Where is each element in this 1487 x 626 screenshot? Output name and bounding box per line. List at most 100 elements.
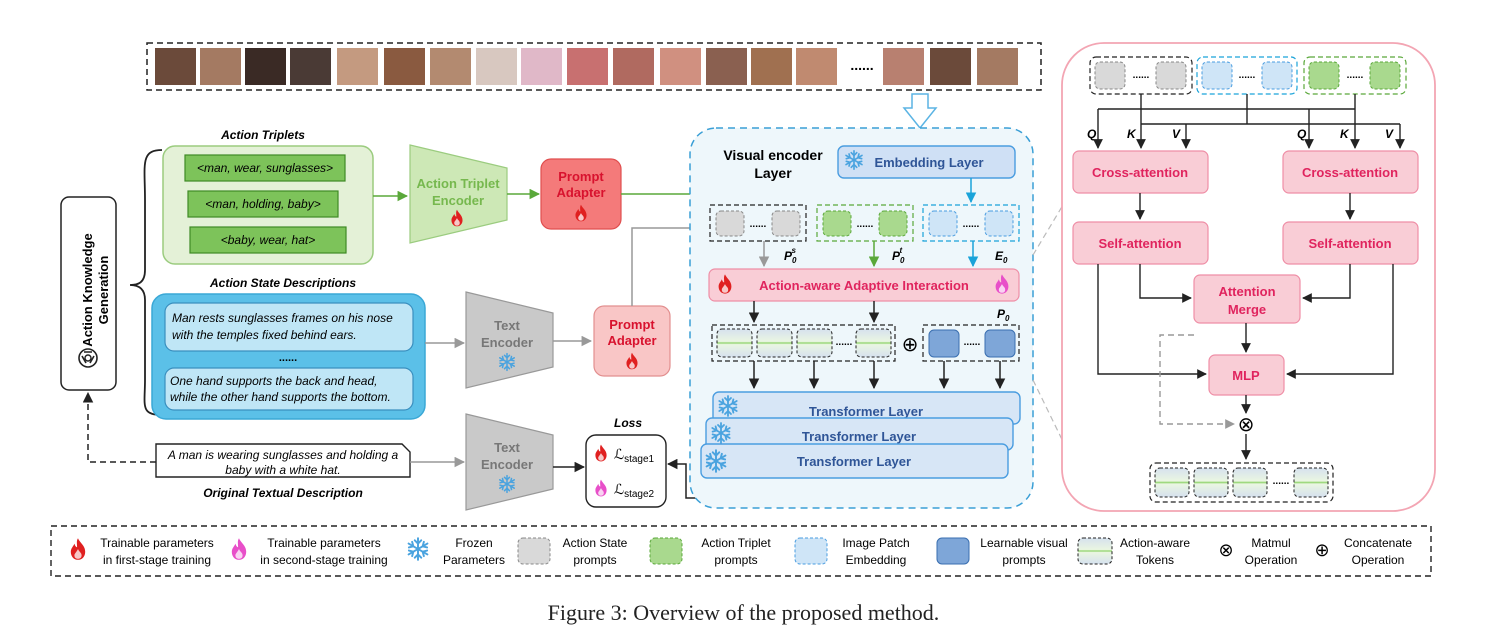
text-encoder-middle: Text Encoder [465,291,554,389]
self-to-merge-arrows [1139,264,1351,303]
learnable-prompts-group: ...... [922,324,1020,362]
p0-label: P0 [997,307,1010,323]
cross-attention-right: Cross-attention [1282,150,1419,194]
video-frame-thumbnail [883,48,924,85]
original-text-box [155,443,411,478]
legend-concat-symbol: ⊕ [1314,540,1329,560]
legend-learnable-swatch [936,537,970,565]
knowledge-title-line1: Action Knowledge [80,233,95,346]
cross-attention-right-label: Cross-attention [1302,165,1398,180]
legend-learnable-line1: Learnable visual [980,536,1067,550]
svg-text:ℒstage1: ℒstage1 [614,446,655,465]
legend-triplet-swatch [649,537,683,565]
svg-text:ℒstage2: ℒstage2 [614,481,655,500]
original-to-knowledge-arrow [82,391,156,463]
triplet-item [189,226,347,254]
visual-encoder-title-line1: Visual encoder [723,147,823,163]
merge-label-line1: Attention [1218,284,1275,299]
original-text-line1: A man is wearing sunglasses and holding … [167,448,399,462]
legend-tokens-line2: Tokens [1136,553,1174,567]
legend-trainable1-line2: in first-stage training [103,553,211,567]
legend-state-line2: prompts [573,553,616,567]
loss-title: Loss [614,416,642,430]
matmul-symbol: ⊗ [1238,414,1255,436]
video-frame-thumbnail [930,48,971,85]
state-desc-item2-line2: while the other hand supports the bottom… [170,390,391,404]
video-frame-thumbnail [613,48,654,85]
state-desc-title: Action State Descriptions [209,276,356,290]
legend-patch-swatch [794,537,828,565]
state-desc-ellipsis: ...... [279,352,297,364]
state-prompts-dots: ...... [750,219,767,230]
text-encoder-mid-line2: Encoder [481,335,533,350]
self-attention-right: Self-attention [1282,221,1419,265]
learnable-dots: ...... [964,337,981,348]
adapter-top-line1: Prompt [558,169,604,184]
k-label-left: K [1127,127,1137,141]
state-desc-item2-line1: One hand supports the back and head, [170,374,378,388]
video-frame-thumbnail [337,48,378,85]
transformer-layer-3: Transformer Layer [700,443,1009,479]
original-text-line2: baby with a white hat. [225,463,340,477]
attention-merge: Attention Merge [1193,274,1301,324]
e0-label: E0 [995,249,1008,265]
video-frame-strip: ...... [146,42,1042,91]
legend-matmul-symbol: ⊗ [1218,540,1233,560]
flame-icon [70,538,86,560]
transformer-layer-2: Transformer Layer [705,417,1014,451]
legend-state-line1: Action State [563,536,628,550]
prompt-adapter-top: Prompt Adapter [540,158,622,230]
legend-matmul-line2: Operation [1245,553,1298,567]
self-attention-left-label: Self-attention [1098,236,1181,251]
video-frame-thumbnail [977,48,1018,85]
down-arrow-icon [902,93,938,130]
legend-triplet-line2: prompts [714,553,757,567]
video-frame-thumbnail [200,48,241,85]
p0t-label: P0t [892,246,905,265]
text-encoder-bottom-line1: Text [494,440,520,455]
video-frame-thumbnail [290,48,331,85]
pink-flame-icon [231,538,247,560]
embedding-layer: Embedding Layer [837,145,1016,179]
qkv-wiring [1093,94,1405,149]
figure-caption: Figure 3: Overview of the proposed metho… [547,600,940,625]
grouping-brace [129,149,163,416]
state-desc-item-2 [164,367,414,411]
detail-patch-dots: ...... [1239,70,1256,81]
legend-tokens-swatch [1077,537,1113,565]
self-attention-right-label: Self-attention [1308,236,1391,251]
transformer-layer-1: Transformer Layer [712,391,1021,425]
action-triplet-encoder: Action Triplet Encoder [409,144,508,244]
triplet-prompts-group: ...... [816,204,914,242]
openai-logo-icon [78,348,98,368]
state-desc-item1-line1: Man rests sunglasses frames on his nose [172,311,393,325]
q-label-left: Q [1087,127,1097,141]
video-frame-thumbnail [706,48,747,85]
legend-triplet-line1: Action Triplet [701,536,771,550]
triplet-encoder-label-line1: Action Triplet [416,176,500,191]
triplet-item-label: <man, wear, sunglasses> [197,161,333,175]
detail-output-dots: ...... [1273,476,1290,487]
embedding-layer-label: Embedding Layer [874,155,983,170]
transformer-label-1: Transformer Layer [809,404,923,419]
tokens-to-transformer-arrows [748,361,1006,390]
k-label-right: K [1340,127,1350,141]
transformer-label-3: Transformer Layer [797,454,911,469]
cross-attention-left: Cross-attention [1072,150,1209,194]
legend-trainable2-line2: in second-stage training [260,553,387,567]
loss-symbol-2: ℒ [614,481,624,497]
video-frame-thumbnail [521,48,562,85]
state-desc-item1-line2: with the temples fixed behind ears. [172,328,357,342]
triplet-item [187,190,339,218]
legend-tokens-line1: Action-aware [1120,536,1190,550]
loss-box: ℒstage1 ℒstage2 [585,434,667,508]
detail-state-dots: ...... [1133,70,1150,81]
legend-concat-line2: Operation [1352,553,1405,567]
merge-to-matmul-dashed [1159,334,1235,429]
video-frame-thumbnail [430,48,471,85]
legend-box [50,525,1432,577]
adapter-bottom-line2: Adapter [607,333,656,348]
video-frame-thumbnail [751,48,792,85]
action-aware-adaptive-interaction: Action-aware Adaptive Interaction [708,268,1020,302]
video-frame-thumbnail [660,48,701,85]
